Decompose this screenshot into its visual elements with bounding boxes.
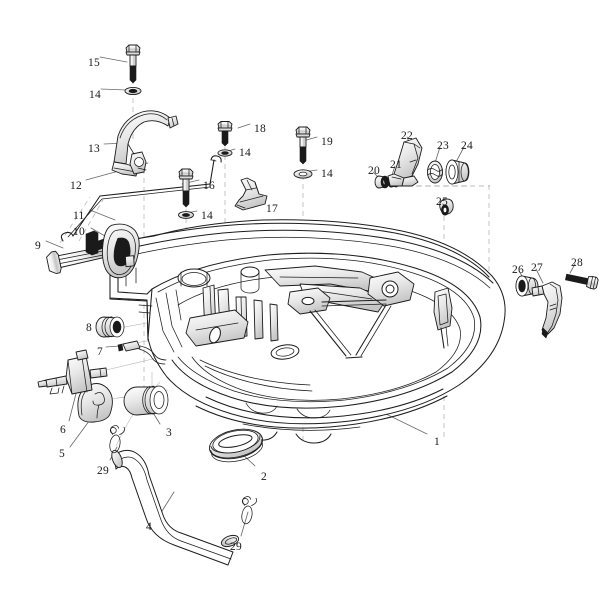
- callout-18: 18: [254, 123, 266, 135]
- part-7-wire-clip: [117, 340, 167, 365]
- part-4-flexible-hose: [111, 449, 240, 566]
- callout-4: 4: [146, 521, 152, 533]
- callout-3: 3: [166, 427, 172, 439]
- part-12-release-rod-link: [60, 155, 222, 242]
- callout-21: 21: [390, 159, 402, 171]
- part-16-hex-flange-bolt: [178, 168, 194, 208]
- callout-6: 6: [60, 424, 66, 436]
- part-6-fuel-connector-valve: [37, 349, 108, 395]
- part-18-short-hex-bolt: [217, 121, 233, 147]
- part-23-wave-washer: [427, 160, 443, 184]
- callout-14d: 14: [201, 210, 213, 222]
- part-29-hose-clamps: [109, 425, 257, 525]
- callout-7: 7: [97, 346, 103, 358]
- callout-15: 15: [88, 57, 100, 69]
- part-11-latch-hook-bracket: [102, 223, 140, 279]
- part-26-pivot-bushing: [515, 275, 539, 297]
- callout-20: 20: [368, 165, 380, 177]
- callout-14c: 14: [321, 168, 333, 180]
- callout-19: 19: [321, 136, 333, 148]
- callout-10: 10: [73, 226, 85, 238]
- callout-22: 22: [401, 130, 413, 142]
- callout-1: 1: [434, 436, 440, 448]
- part-2-oval-grommet: [208, 428, 264, 463]
- callout-26: 26: [512, 264, 524, 276]
- part-15-hex-flange-bolt: [125, 44, 141, 84]
- callout-17: 17: [266, 203, 278, 215]
- callout-28: 28: [571, 257, 583, 269]
- callout-2: 2: [261, 471, 267, 483]
- part-1-bottom-cowling: [109, 219, 506, 444]
- callout-5: 5: [59, 448, 65, 460]
- callout-11: 11: [73, 210, 85, 222]
- part-3-round-plug-cap: [123, 385, 169, 416]
- callout-14b: 14: [239, 147, 251, 159]
- callout-14: 14: [89, 89, 101, 101]
- part-28-long-hex-bolt: [565, 273, 599, 290]
- callout-29b: 29: [230, 541, 242, 553]
- part-24-pivot-collar-bushing: [445, 159, 470, 185]
- part-27-latch-hook-lever: [531, 281, 563, 339]
- part-13-release-lever-handle: [111, 110, 179, 177]
- part-22-latch-lever-arm: [383, 137, 423, 187]
- callout-29: 29: [97, 465, 109, 477]
- callout-9: 9: [35, 240, 41, 252]
- part-17-angle-bracket: [234, 177, 268, 211]
- callout-16: 16: [203, 180, 215, 192]
- part-19-hex-flange-bolt: [295, 126, 311, 165]
- callout-27: 27: [531, 262, 543, 274]
- callout-23: 23: [437, 140, 449, 152]
- callout-12: 12: [70, 180, 82, 192]
- part-25-cap-nut: [439, 198, 454, 216]
- callout-13: 13: [88, 143, 100, 155]
- callout-8: 8: [86, 322, 92, 334]
- callout-25: 25: [436, 196, 448, 208]
- part-8-rubber-bushing: [95, 316, 125, 338]
- part-14-flat-washers: [124, 86, 313, 219]
- callout-24: 24: [461, 140, 473, 152]
